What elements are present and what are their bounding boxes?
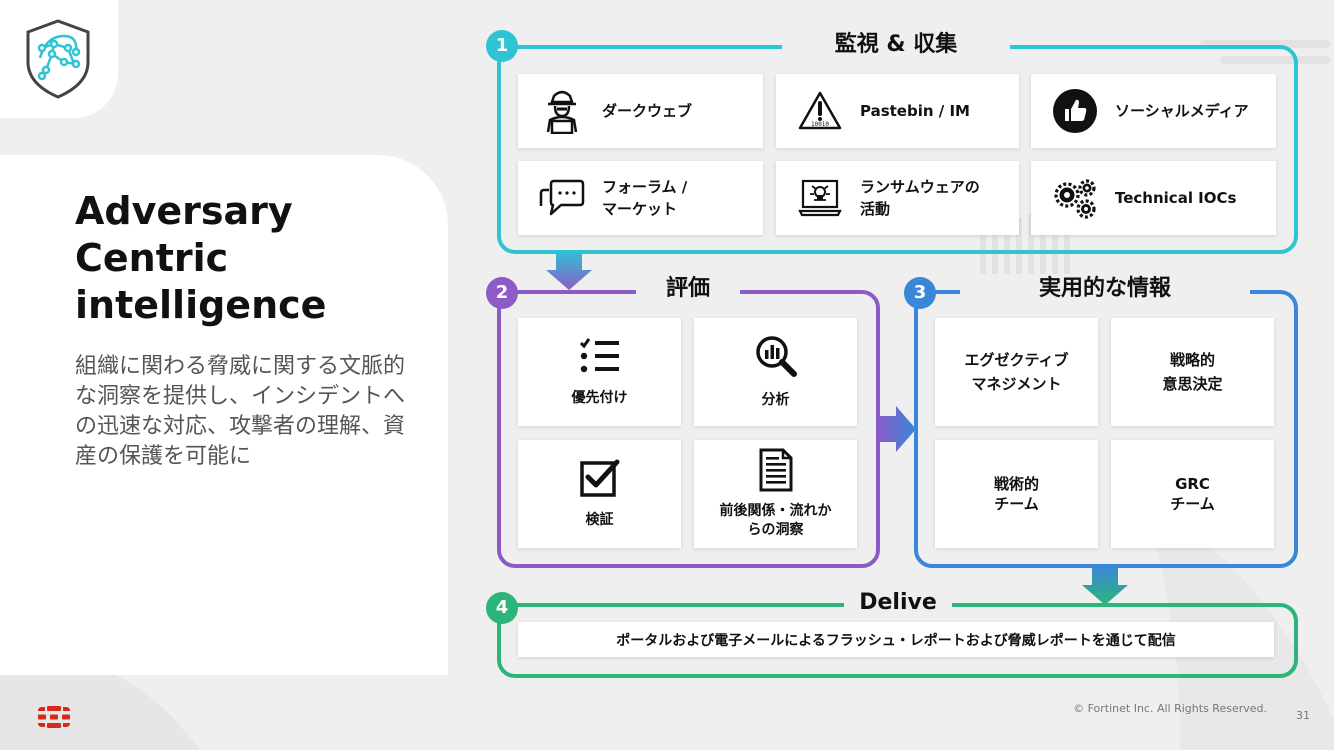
copyright-text: © Fortinet Inc. All Rights Reserved. — [1073, 702, 1267, 715]
thumbs-up-icon — [1051, 87, 1099, 135]
page-title: Adversary Centric intelligence — [75, 189, 327, 327]
audience-card-strategic: 戦略的 意思決定 — [1111, 318, 1274, 426]
evaluation-card-analysis: 分析 — [694, 318, 857, 426]
source-card-social: ソーシャルメディア — [1031, 74, 1276, 148]
checklist-icon — [579, 337, 620, 379]
ransomware-icon — [796, 174, 844, 222]
section-3-title: 実用的な情報 — [960, 274, 1250, 304]
evaluation-card-context: 前後関係・流れか らの洞察 — [694, 440, 857, 548]
svg-text:10010: 10010 — [811, 121, 829, 128]
evaluation-label: 前後関係・流れか らの洞察 — [719, 503, 832, 538]
section-1-number: 1 — [486, 30, 518, 62]
source-card-iocs: Technical IOCs — [1031, 161, 1276, 235]
evaluation-card-prioritize: 優先付け — [518, 318, 681, 426]
checkbox-icon — [579, 459, 620, 501]
section-4-number: 4 — [486, 592, 518, 624]
source-label: ランサムウェアの 活動 — [860, 178, 980, 218]
chat-bubble-icon — [538, 174, 586, 222]
audience-card-grc: GRC チーム — [1111, 440, 1274, 548]
audience-label: 戦術的 チーム — [993, 475, 1039, 513]
evaluation-label: 検証 — [585, 511, 614, 528]
fortinet-logo-icon — [38, 706, 70, 728]
section-2-title: 評価 — [636, 274, 740, 304]
document-icon — [759, 448, 793, 496]
delivery-card: ポータルおよび電子メールによるフラッシュ・レポートおよび脅威レポートを通じて配信 — [518, 622, 1274, 657]
flow-arrow-down-2 — [1082, 565, 1128, 605]
evaluation-card-verify: 検証 — [518, 440, 681, 548]
source-label: ダークウェブ — [602, 102, 693, 120]
source-label: フォーラム / マーケット — [602, 178, 688, 218]
magnifier-chart-icon — [755, 335, 797, 381]
page-number: 31 — [1296, 709, 1310, 722]
logo-badge — [0, 0, 118, 118]
evaluation-label: 分析 — [761, 391, 790, 408]
audience-card-executive: エグゼクティブ マネジメント — [935, 318, 1098, 426]
delivery-text: ポータルおよび電子メールによるフラッシュ・レポートおよび脅威レポートを通じて配信 — [616, 632, 1176, 649]
source-card-darkweb: ダークウェブ — [518, 74, 763, 148]
hacker-icon — [538, 87, 586, 135]
evaluation-label: 優先付け — [571, 389, 628, 406]
audience-label: 戦略的 意思決定 — [1162, 351, 1223, 393]
left-panel — [0, 155, 448, 675]
source-card-forum: フォーラム / マーケット — [518, 161, 763, 235]
flow-arrow-right — [876, 406, 916, 452]
section-3-number: 3 — [904, 277, 936, 309]
source-label: Pastebin / IM — [860, 102, 970, 120]
shield-network-icon — [26, 19, 90, 99]
audience-label: GRC チーム — [1170, 475, 1215, 513]
flow-arrow-down-1 — [546, 250, 592, 290]
audience-card-tactical: 戦術的 チーム — [935, 440, 1098, 548]
source-card-pastebin: 10010 Pastebin / IM — [776, 74, 1019, 148]
source-card-ransomware: ランサムウェアの 活動 — [776, 161, 1019, 235]
section-4-title: Delive — [844, 588, 952, 618]
warning-icon: 10010 — [796, 87, 844, 135]
section-2-number: 2 — [486, 277, 518, 309]
source-label: Technical IOCs — [1115, 189, 1237, 207]
page-subtitle: 組織に関わる脅威に関する文脈的な洞察を提供し、インシデントへの迅速な対応、攻撃者… — [75, 354, 406, 469]
audience-label: エグゼクティブ マネジメント — [964, 351, 1069, 393]
section-1-title: 監視 & 収集 — [782, 30, 1010, 60]
gears-icon — [1051, 174, 1099, 222]
source-label: ソーシャルメディア — [1115, 102, 1249, 120]
